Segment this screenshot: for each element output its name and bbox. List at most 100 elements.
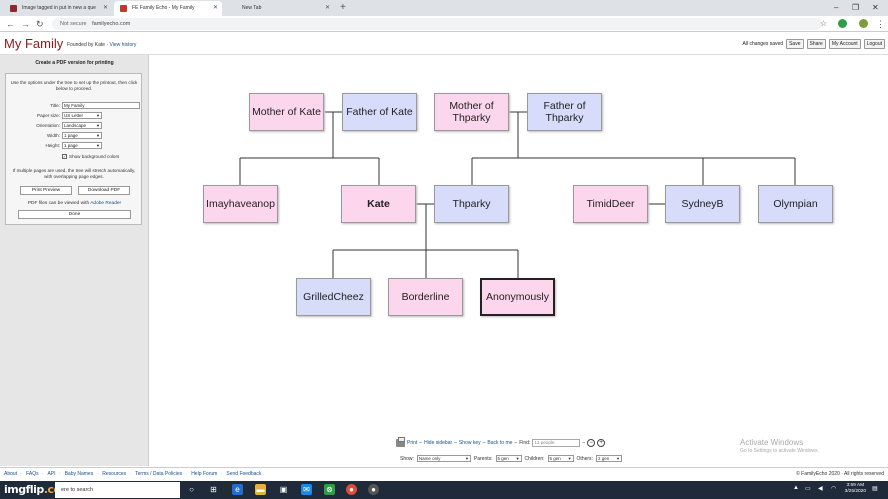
find-input[interactable]: 13 people	[532, 439, 581, 447]
close-icon[interactable]: ✕	[324, 5, 330, 11]
printer-icon[interactable]	[396, 437, 405, 447]
pdf-sidebar: Create a PDF version for printing Use th…	[0, 55, 149, 466]
zoom-in-icon[interactable]: +	[597, 439, 606, 447]
separator: ·	[58, 471, 61, 477]
store-icon[interactable]: ▣	[279, 485, 288, 494]
window-close-icon[interactable]: ✕	[872, 3, 879, 12]
taskbar-search-input[interactable]: ere to search	[55, 482, 180, 498]
tab-label: New Tab	[242, 5, 262, 11]
back-arrow-icon[interactable]: ←	[6, 19, 15, 29]
footer-link-terms[interactable]: Terms / Data Policies	[135, 471, 183, 477]
wifi-icon[interactable]: ◠	[831, 486, 837, 492]
person-mother-of-thparky[interactable]: Mother of Thparky	[434, 93, 509, 131]
width-row: Width: 1 page▼	[6, 132, 143, 140]
close-icon[interactable]: ✕	[102, 5, 108, 11]
orientation-select[interactable]: Landscape▼	[62, 122, 102, 129]
close-icon[interactable]: ✕	[212, 5, 218, 11]
edge-icon[interactable]: e	[232, 484, 243, 495]
person-father-of-kate[interactable]: Father of Kate	[342, 93, 417, 131]
footer-link-baby-names[interactable]: Baby Names	[64, 471, 94, 477]
minimize-icon[interactable]: –	[834, 3, 839, 12]
footer-link-about[interactable]: About	[4, 471, 18, 477]
done-button[interactable]: Done	[18, 210, 131, 219]
browser-tab-familyecho[interactable]: FE Family Echo - My Family ✕	[114, 1, 222, 16]
paper-size-select[interactable]: US Letter▼	[62, 112, 102, 119]
notifications-icon[interactable]: ▤	[872, 486, 878, 492]
height-select[interactable]: 1 page▼	[62, 142, 102, 149]
page-title: My Family	[4, 36, 64, 51]
star-icon[interactable]: ☆	[820, 19, 828, 28]
separator: –	[514, 440, 518, 446]
menu-dots-icon[interactable]: ⋮	[876, 19, 885, 29]
cortana-icon[interactable]: ○	[189, 485, 194, 494]
volume-icon[interactable]: ◀	[818, 486, 823, 492]
profile-avatar-icon[interactable]	[859, 19, 868, 28]
browser-tab-newtab[interactable]: New Tab ✕	[224, 1, 334, 16]
person-kate[interactable]: Kate	[341, 185, 416, 223]
maximize-icon[interactable]: ❐	[852, 3, 860, 12]
adobe-reader-link[interactable]: Adobe Reader	[90, 201, 122, 206]
my-account-button[interactable]: My Account	[828, 39, 861, 49]
url-input[interactable]: Not secure familyecho.com	[52, 18, 822, 30]
download-pdf-button[interactable]: Download PDF	[78, 186, 130, 195]
browser-tab-imgflip[interactable]: Image tagged in put in new a que ✕	[4, 1, 112, 16]
xbox-icon[interactable]: ⊗	[324, 484, 335, 495]
person-grilledcheez[interactable]: GrilledCheez	[296, 278, 371, 316]
children-select[interactable]: 5 gen▼	[547, 455, 574, 462]
checkbox-checked-icon[interactable]: ✓	[62, 154, 67, 160]
reload-icon[interactable]: ↻	[36, 19, 44, 29]
new-tab-plus-icon[interactable]: +	[340, 2, 346, 13]
chrome-active-icon[interactable]: ●	[368, 484, 379, 495]
person-borderline[interactable]: Borderline	[388, 278, 463, 316]
forward-arrow-icon[interactable]: →	[21, 19, 30, 29]
parents-select[interactable]: 5 gen▼	[495, 455, 522, 462]
background-colors-option[interactable]: ✓Show background colors	[62, 154, 119, 160]
not-secure-label: Not secure	[60, 21, 87, 27]
browser-tab-bar: Image tagged in put in new a que ✕ FE Fa…	[0, 0, 888, 16]
share-button[interactable]: Share	[806, 39, 826, 49]
file-explorer-icon[interactable]: ▬	[255, 484, 266, 495]
person-imayhaveanop[interactable]: Imayhaveanop	[203, 185, 278, 223]
footer-link-api[interactable]: API	[47, 471, 56, 477]
logout-button[interactable]: Logout	[863, 39, 885, 49]
footer-link-faqs[interactable]: FAQs	[26, 471, 39, 477]
footer-link-resources[interactable]: Resources	[102, 471, 127, 477]
paper-size-value: US Letter	[64, 113, 84, 118]
person-timiddeer[interactable]: TimidDeer	[573, 185, 648, 223]
person-olympian[interactable]: Olympian	[758, 185, 833, 223]
footer-link-send-feedback[interactable]: Send Feedback	[226, 471, 262, 477]
others-select[interactable]: 2 gen▼	[595, 455, 622, 462]
tray-up-arrow-icon[interactable]: ▲	[793, 485, 799, 491]
family-tree-canvas[interactable]: Mother of Kate Father of Kate Mother of …	[150, 56, 888, 436]
footer-links: About· FAQs· API· Baby Names· Resources·…	[4, 471, 264, 477]
person-anonymously[interactable]: Anonymously	[480, 278, 555, 316]
show-key-link[interactable]: Show key	[458, 440, 481, 446]
print-preview-button[interactable]: Print Preview	[20, 186, 72, 195]
hide-sidebar-link[interactable]: Hide sidebar	[424, 440, 453, 446]
chrome-icon[interactable]: ●	[346, 484, 357, 495]
separator: ·	[96, 471, 98, 477]
person-sydneyb[interactable]: SydneyB	[665, 185, 740, 223]
width-select[interactable]: 1 page▼	[62, 132, 102, 139]
mail-icon[interactable]: ✉	[301, 484, 312, 495]
taskbar-clock[interactable]: 3:59 AM 3/25/2020	[845, 483, 866, 495]
zoom-out-icon[interactable]: −	[587, 439, 596, 447]
extension-icon[interactable]	[838, 19, 847, 28]
separator: ·	[129, 471, 131, 477]
back-to-me-link[interactable]: Back to me	[487, 440, 513, 446]
task-view-icon[interactable]: ⊞	[210, 485, 217, 494]
title-label: Title:	[50, 103, 60, 108]
show-select[interactable]: Name only▼	[416, 455, 471, 462]
header-actions: All changes saved Save Share My Account …	[743, 39, 885, 49]
save-button[interactable]: Save	[786, 39, 804, 49]
footer-link-help-forum[interactable]: Help Forum	[191, 471, 218, 477]
person-father-of-thparky[interactable]: Father of Thparky	[527, 93, 602, 131]
person-mother-of-kate[interactable]: Mother of Kate	[249, 93, 324, 131]
dropdown-arrow-icon: ▼	[567, 456, 572, 461]
network-icon[interactable]: ▭	[805, 486, 811, 492]
title-input[interactable]: My Family	[62, 102, 140, 109]
print-link[interactable]: Print	[407, 440, 418, 446]
multiple-pages-note: If multiple pages are used, the tree wil…	[12, 168, 136, 179]
person-thparky[interactable]: Thparky	[434, 185, 509, 223]
view-history-link[interactable]: View history	[109, 42, 137, 48]
